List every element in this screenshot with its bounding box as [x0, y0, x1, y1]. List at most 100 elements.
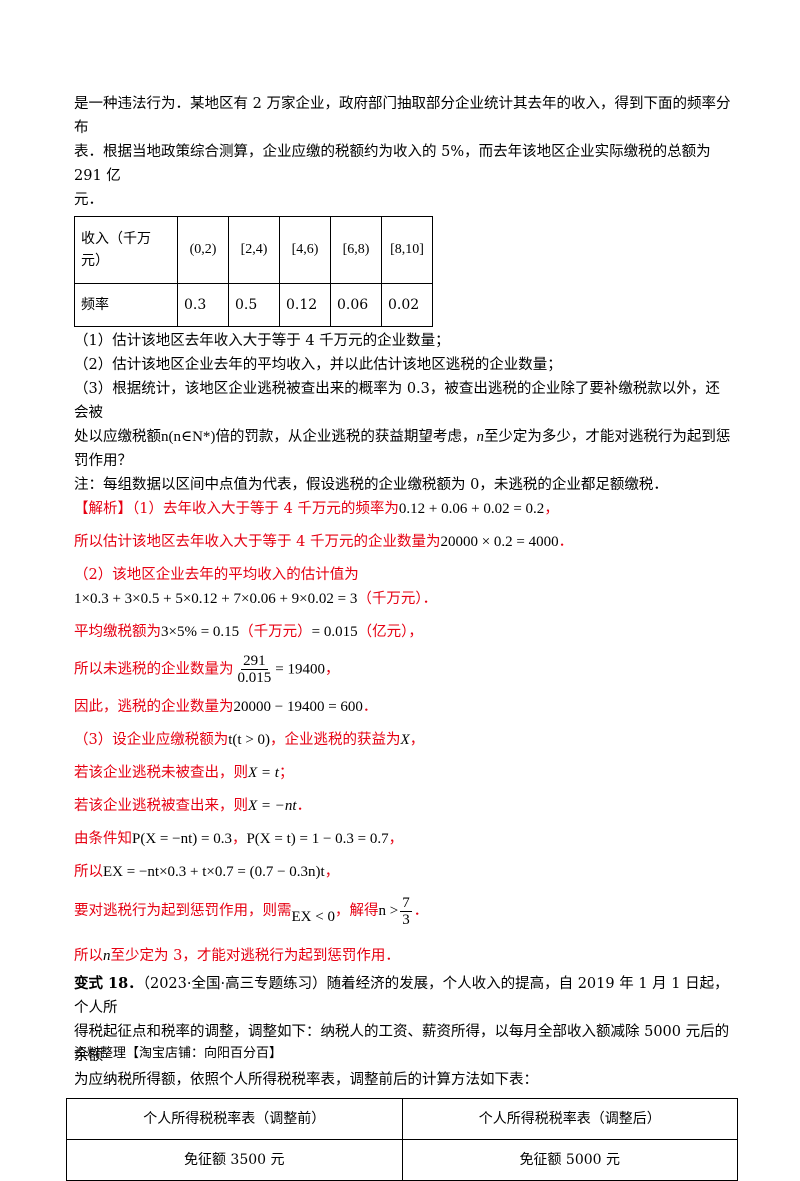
solution-text: 若该企业逃税被查出来，则 [74, 798, 248, 814]
table-row: 频率 0.3 0.5 0.12 0.06 0.02 [74, 283, 433, 327]
solution-line: 所以n至少定为 3，才能对逃税行为起到惩罚作用． [74, 944, 734, 968]
solution-math: EX < 0 [291, 909, 335, 925]
q3-n: n [476, 429, 484, 445]
intro-line-2: 表．根据当地政策综合测算，企业应缴的税额约为收入的 5%，而去年该地区企业实际缴… [74, 144, 711, 184]
solution-text: 因此，逃税的企业数量为 [74, 699, 234, 715]
frequency-table: 收入（千万元） (0,2) [2,4) [4,6) [6,8) [8,10] 频… [74, 216, 433, 327]
frequency-cell: 0.12 [279, 283, 331, 327]
frequency-cell: 0.06 [330, 283, 382, 327]
question-3-line-2: 处以应缴税额n(n∈N*)倍的罚款，从企业逃税的获益期望考虑，n至少定为多少，才… [74, 425, 734, 449]
solution-text: （3）设企业应缴税额为 [74, 732, 229, 748]
solution-text: ，解得 [334, 903, 379, 919]
interval-cell: [2,4) [228, 216, 280, 284]
question-3-line-3: 罚作用？ [74, 453, 132, 469]
solution: 【解析】（1）去年收入大于等于 4 千万元的频率为0.12 + 0.06 + 0… [74, 497, 734, 968]
interval-cell: [4,6) [279, 216, 331, 284]
solution-math: P(X = t) = 1 − 0.3 = 0.7 [246, 831, 389, 847]
solution-line: 平均缴税额为3×5% = 0.15（千万元）= 0.015（亿元）， [74, 624, 423, 640]
variant-line-2: 得税起征点和税率的调整，调整如下：纳税人的工资、薪资所得，以每月全部收入额减除 … [74, 1024, 730, 1064]
solution-math: n [103, 948, 111, 964]
solution-line: 1×0.3 + 3×0.5 + 5×0.12 + 7×0.06 + 9×0.02… [74, 591, 438, 607]
solution-line: 【解析】（1）去年收入大于等于 4 千万元的频率为0.12 + 0.06 + 0… [74, 501, 559, 517]
solution-text: 至少定为 3，才能对逃税行为起到惩罚作用． [110, 948, 400, 964]
solution-math: = 0.015 [311, 624, 358, 640]
solution-line: （2）该地区企业去年的平均收入的估计值为 [74, 567, 359, 583]
solution-text: （千万元） [239, 624, 312, 640]
solution-math: 3×5% = 0.15 [161, 624, 240, 640]
solution-text: ，企业逃税的获益为 [270, 732, 401, 748]
solution-math: 20000 × 0.2 = 4000 [440, 534, 559, 550]
variant-line-1: 变式 18．（2023·全国·高三专题练习）随着经济的发展，个人收入的提高，自 … [74, 972, 734, 1020]
table-row: 收入（千万元） (0,2) [2,4) [4,6) [6,8) [8,10] [74, 216, 433, 284]
denominator: 3 [402, 911, 410, 928]
header-before: 个人所得税税率表（调整前） [66, 1098, 403, 1140]
solution-math: P(X = −nt) = 0.3 [132, 831, 232, 847]
solution-text: （亿元） [357, 624, 409, 640]
solution-math: 20000 − 19400 = 600 [233, 699, 363, 715]
table-row: 免征额 3500 元 免征额 5000 元 [66, 1139, 738, 1181]
variant-label: 变式 18． [74, 975, 143, 992]
q3-math: n(n∈N*) [161, 429, 216, 445]
solution-tag: 【解析】 [74, 501, 132, 517]
solution-line: 所以EX = −nt×0.3 + t×0.7 = (0.7 − 0.3n)t， [74, 864, 340, 880]
frequency-cell: 0.5 [228, 283, 280, 327]
solution-math: X = t [248, 765, 279, 781]
tax-rate-table: 个人所得税税率表（调整前） 个人所得税税率表（调整后） 免征额 3500 元 免… [66, 1098, 738, 1181]
solution-math: n > [378, 903, 399, 919]
solution-text: 若该企业逃税未被查出，则 [74, 765, 248, 781]
solution-text: 由条件知 [74, 831, 132, 847]
solution-line: （3）设企业应缴税额为t(t > 0)，企业逃税的获益为X， [74, 732, 425, 748]
solution-math: EX = −nt×0.3 + t×0.7 = (0.7 − 0.3n)t [103, 864, 325, 880]
solution-math: 0.12 + 0.06 + 0.02 = 0.2 [398, 501, 545, 517]
frequency-cell: 0.3 [177, 283, 229, 327]
variant-text: （2023·全国·高三专题练习）随着经济的发展，个人收入的提高，自 2019 年… [74, 976, 729, 1016]
numerator: 7 [400, 894, 412, 912]
interval-cell: [8,10] [381, 216, 433, 284]
exemption-before: 免征额 3500 元 [66, 1139, 403, 1181]
solution-line: 因此，逃税的企业数量为20000 − 19400 = 600． [74, 699, 378, 715]
solution-text: 所以估计该地区去年收入大于等于 4 千万元的企业数量为 [74, 534, 441, 550]
header-label: 收入（千万元） [74, 216, 178, 284]
solution-text: 所以未逃税的企业数量为 [74, 661, 234, 678]
solution-text: （千万元） [357, 591, 423, 607]
intro-line-3: 元． [74, 192, 103, 208]
solution-line: 所以估计该地区去年收入大于等于 4 千万元的企业数量为20000 × 0.2 =… [74, 534, 574, 550]
frequency-cell: 0.02 [381, 283, 433, 327]
row-label: 频率 [74, 283, 178, 327]
note: 注：每组数据以区间中点值为代表，假设逃税的企业缴税额为 0，未逃税的企业都足额缴… [74, 477, 668, 493]
solution-math: X = −nt [248, 798, 297, 814]
solution-line: 若该企业逃税未被查出，则X = t； [74, 765, 294, 781]
variant-line-3: 为应纳税所得额，依照个人所得税税率表，调整前后的计算方法如下表： [74, 1072, 538, 1088]
solution-text: 所以 [74, 948, 103, 964]
question-3-line-1: （3）根据统计，该地区企业逃税被查出来的概率为 0.3，被查出逃税的企业除了要补… [74, 381, 720, 421]
solution-math: t(t > 0) [228, 732, 271, 748]
q3-text: 倍的罚款，从企业逃税的获益期望考虑， [215, 429, 477, 445]
denominator: 0.015 [237, 670, 272, 686]
solution-text: 所以 [74, 864, 103, 880]
q3-text: 至少定为多少，才能对逃税行为起到惩 [483, 429, 731, 445]
interval-cell: [6,8) [330, 216, 382, 284]
solution-math: = 19400 [275, 661, 325, 678]
document-body: 是一种违法行为．某地区有 2 万家企业，政府部门抽取部分企业统计其去年的收入，得… [66, 92, 738, 1181]
solution-line: 由条件知P(X = −nt) = 0.3，P(X = t) = 1 − 0.3 … [74, 831, 404, 847]
solution-line: 若该企业逃税被查出来，则X = −nt． [74, 798, 312, 814]
q3-text: 处以应缴税额 [74, 429, 161, 445]
header-after: 个人所得税税率表（调整后） [401, 1098, 738, 1140]
footer: 资料整理【淘宝店铺：向阳百分百】 [74, 1046, 283, 1061]
question-1: （1）估计该地区去年收入大于等于 4 千万元的企业数量； [74, 333, 450, 349]
question-2: （2）估计该地区企业去年的平均收入，并以此估计该地区逃税的企业数量； [74, 357, 562, 373]
solution-text: 平均缴税额为 [74, 624, 161, 640]
exemption-after: 免征额 5000 元 [401, 1139, 738, 1181]
solution-text: 要对逃税行为起到惩罚作用，则需 [74, 903, 292, 919]
solution-math: 1×0.3 + 3×0.5 + 5×0.12 + 7×0.06 + 9×0.02… [74, 591, 358, 607]
numerator: 291 [241, 653, 268, 670]
table-row: 个人所得税税率表（调整前） 个人所得税税率表（调整后） [66, 1098, 738, 1140]
interval-cell: (0,2) [177, 216, 229, 284]
solution-math: X [400, 732, 410, 748]
solution-text: （1）去年收入大于等于 4 千万元的频率为 [132, 501, 399, 517]
intro-line-1: 是一种违法行为．某地区有 2 万家企业，政府部门抽取部分企业统计其去年的收入，得… [74, 96, 731, 136]
